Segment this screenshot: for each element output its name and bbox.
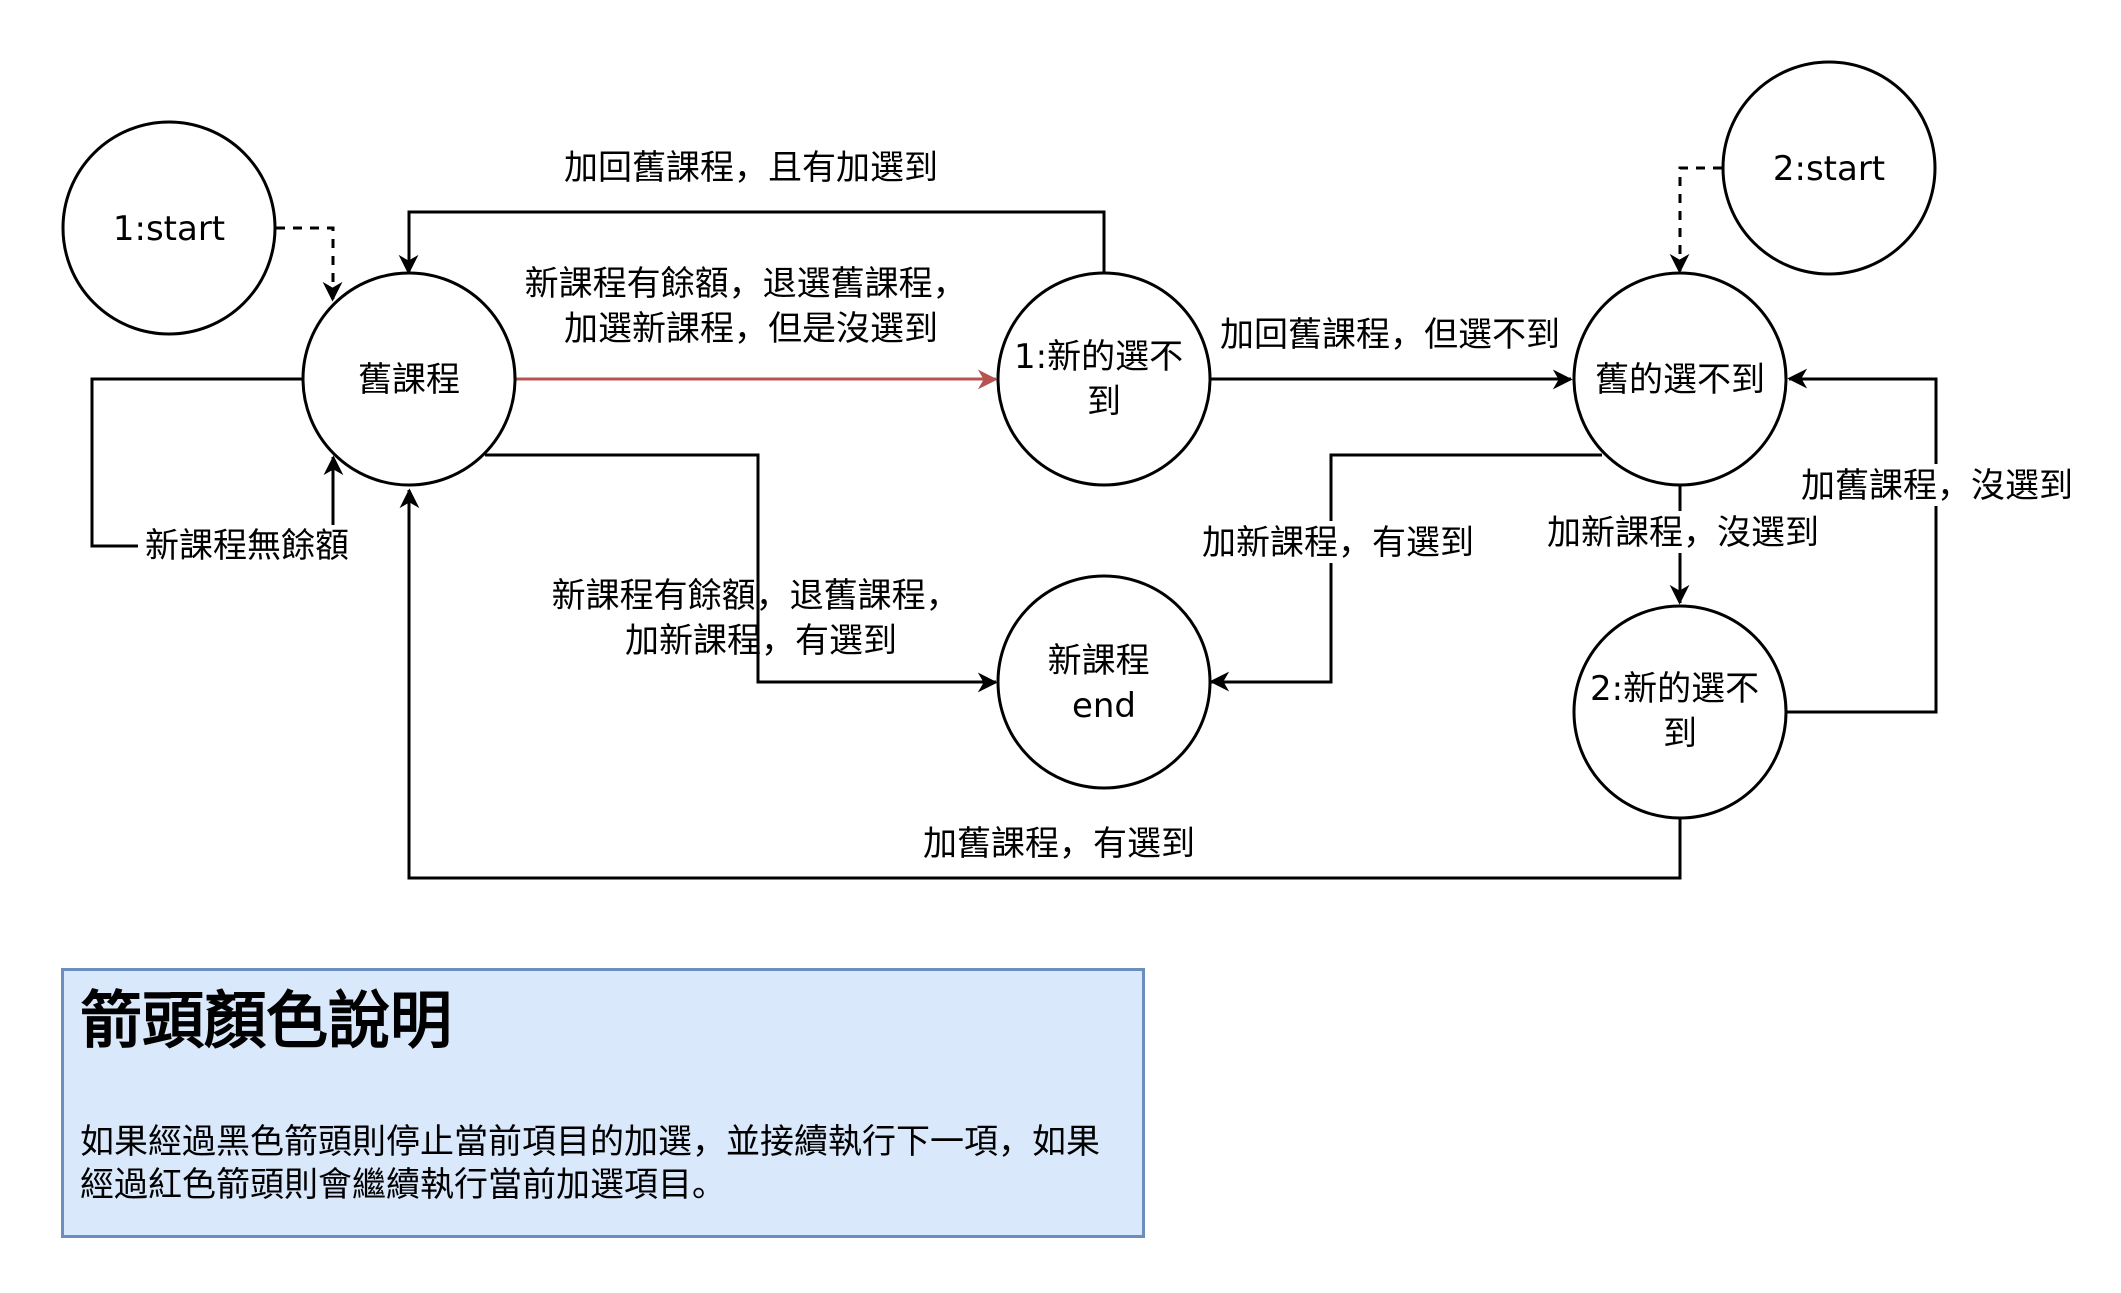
node-new-fail1: 1:新的選不 到 bbox=[996, 271, 1212, 487]
node-new-fail2-label-line: 到 bbox=[1663, 714, 1697, 754]
svg-text:新課程 end: 新課程 end bbox=[1048, 641, 1161, 726]
node-start2: 2:start bbox=[1721, 60, 1937, 276]
node-old-fail-label: 舊的選不到 bbox=[1595, 360, 1765, 400]
edge-label-new-has-seats-success: 新課程有餘額，退舊課程， 加新課程，有選到 bbox=[552, 576, 971, 661]
edge-old-course-to-end bbox=[485, 453, 998, 693]
edge-labels: 加回舊課程，且有加選到 新課程有餘額，退選舊課程， 加選新課程，但是沒選到 加回… bbox=[138, 148, 2084, 864]
node-new-fail2-label-line: 2:新的選不 bbox=[1590, 669, 1759, 709]
edge-label-add-old-fail: 加舊課程，沒選到 bbox=[1801, 466, 2073, 506]
edge-old-fail-to-end bbox=[1209, 453, 1602, 692]
node-new-fail1-label-line: 到 bbox=[1087, 382, 1121, 422]
edge-new-fail2-to-old-fail bbox=[1787, 368, 1938, 714]
edge-new-fail1-to-old-course bbox=[398, 210, 1106, 278]
edge-label-line: 新課程有餘額，退選舊課程， bbox=[525, 264, 967, 304]
node-new-fail1-label-line: 1:新的選不 bbox=[1014, 337, 1183, 377]
node-old-course-label: 舊課程 bbox=[358, 360, 460, 400]
node-new-course-end: 新課程 end bbox=[996, 574, 1212, 790]
edge-new-fail2-to-old-course bbox=[399, 488, 1682, 880]
node-new-fail2: 2:新的選不 到 bbox=[1572, 604, 1788, 820]
edge-label-add-new-fail: 加新課程，沒選到 bbox=[1547, 513, 1819, 553]
legend-box: 箭頭顏色說明 如果經過黑色箭頭則停止當前項目的加選，並接續執行下一項，如果經過紅… bbox=[61, 968, 1145, 1238]
node-start1-label: 1:start bbox=[113, 209, 225, 249]
edge-label-readd-old-fail: 加回舊課程，但選不到 bbox=[1220, 315, 1560, 355]
nodes: 1:start 舊課程 1:新的選不 到 舊的選不到 2:start 新課程 e… bbox=[61, 60, 1937, 820]
node-start2-label: 2:start bbox=[1773, 149, 1885, 189]
edge-start1-to-old-course bbox=[276, 226, 343, 302]
legend-body: 如果經過黑色箭頭則停止當前項目的加選，並接續執行下一項，如果經過紅色箭頭則會繼續… bbox=[80, 1122, 1100, 1205]
edges bbox=[90, 166, 1938, 880]
edge-old-course-self-loop bbox=[90, 377, 344, 548]
edge-label-no-seats-loop: 新課程無餘額 bbox=[145, 526, 349, 566]
edge-start2-to-old-fail bbox=[1669, 166, 1722, 274]
node-new-course-end-label-line: 新課程 bbox=[1048, 641, 1150, 681]
node-start1: 1:start bbox=[61, 120, 277, 336]
node-new-course-end-label-line: end bbox=[1072, 686, 1136, 726]
edge-label-add-old-success: 加舊課程，有選到 bbox=[923, 824, 1195, 864]
node-old-fail: 舊的選不到 bbox=[1572, 271, 1788, 487]
svg-text:1:新的選不 到: 1:新的選不 到 bbox=[1014, 337, 1194, 422]
edge-label-new-has-seats-fail: 新課程有餘額，退選舊課程， 加選新課程，但是沒選到 bbox=[525, 264, 978, 349]
edge-label-line: 加選新課程，但是沒選到 bbox=[564, 309, 938, 349]
edge-label-line: 新課程有餘額，退舊課程， bbox=[552, 576, 960, 616]
legend-title: 箭頭顏色說明 bbox=[80, 984, 453, 1057]
node-old-course: 舊課程 bbox=[301, 271, 517, 487]
svg-text:2:新的選不 到: 2:新的選不 到 bbox=[1590, 669, 1770, 754]
edge-label-line: 加新課程，有選到 bbox=[625, 621, 897, 661]
edge-label-readd-old-success: 加回舊課程，且有加選到 bbox=[564, 148, 938, 188]
edge-label-add-new-success: 加新課程，有選到 bbox=[1202, 523, 1474, 563]
